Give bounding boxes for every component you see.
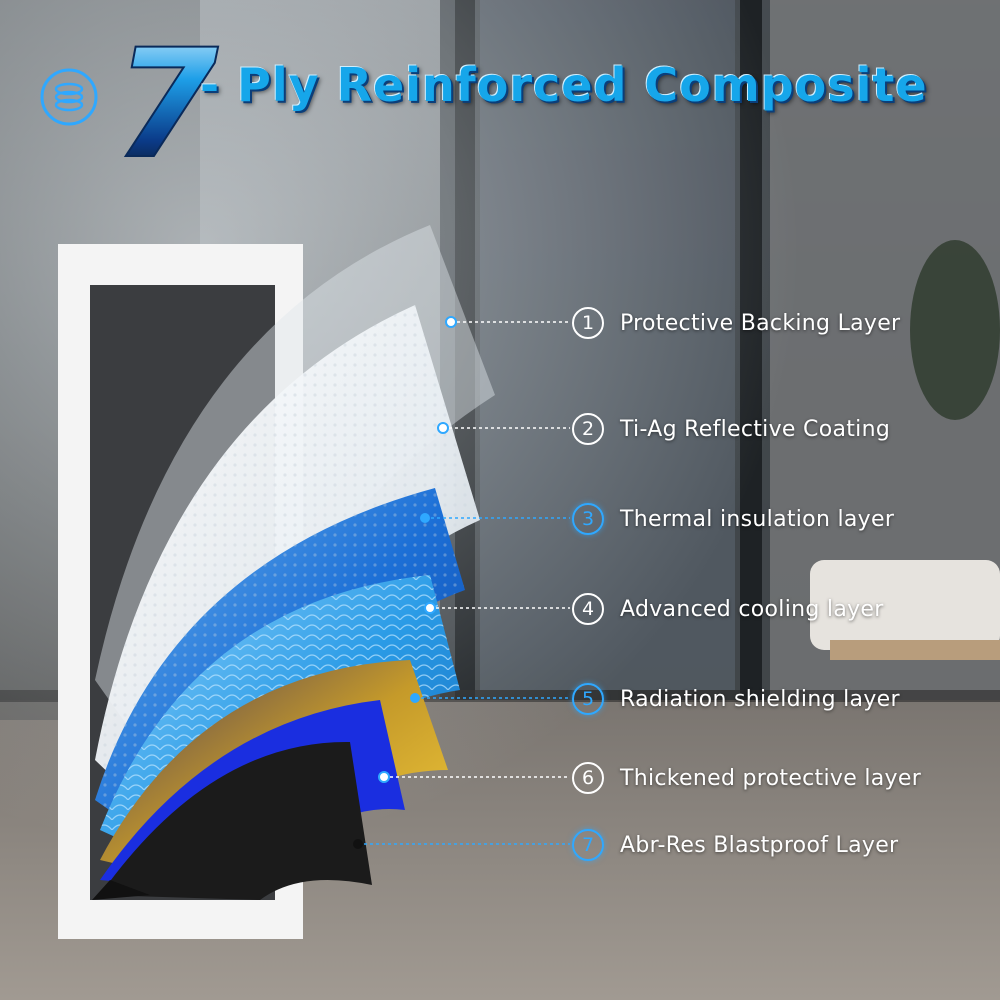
layer-number-badge: 4 <box>572 593 604 625</box>
layer-item-7: 7 Abr-Res Blastproof Layer <box>572 825 898 865</box>
page-title: - Ply Reinforced Composite <box>200 58 928 112</box>
layer-number-badge: 7 <box>572 829 604 861</box>
big-number-seven: 7 <box>113 38 220 163</box>
svg-text:7: 7 <box>114 38 219 163</box>
layer-item-6: 6 Thickened protective layer <box>572 758 921 798</box>
layer-label: Protective Backing Layer <box>620 310 901 336</box>
layer-number-badge: 5 <box>572 683 604 715</box>
layer-label: Thickened protective layer <box>620 765 922 791</box>
layer-number-badge: 1 <box>572 307 604 339</box>
layer-item-2: 2 Ti-Ag Reflective Coating <box>572 409 890 449</box>
layer-item-4: 4 Advanced cooling layer <box>572 589 884 629</box>
layer-item-3: 3 Thermal insulation layer <box>572 499 894 539</box>
layer-label: Ti-Ag Reflective Coating <box>620 416 891 442</box>
header: 7 - Ply Reinforced Composite <box>0 0 1000 180</box>
layer-number-badge: 6 <box>572 762 604 794</box>
layers-icon <box>40 68 98 126</box>
layer-label: Abr-Res Blastproof Layer <box>620 832 899 858</box>
layer-item-5: 5 Radiation shielding layer <box>572 679 900 719</box>
layer-number-badge: 2 <box>572 413 604 445</box>
layer-label: Radiation shielding layer <box>620 686 900 712</box>
layer-number-badge: 3 <box>572 503 604 535</box>
layer-label: Advanced cooling layer <box>620 596 884 622</box>
layer-label: Thermal insulation layer <box>620 506 895 532</box>
layer-item-1: 1 Protective Backing Layer <box>572 303 900 343</box>
